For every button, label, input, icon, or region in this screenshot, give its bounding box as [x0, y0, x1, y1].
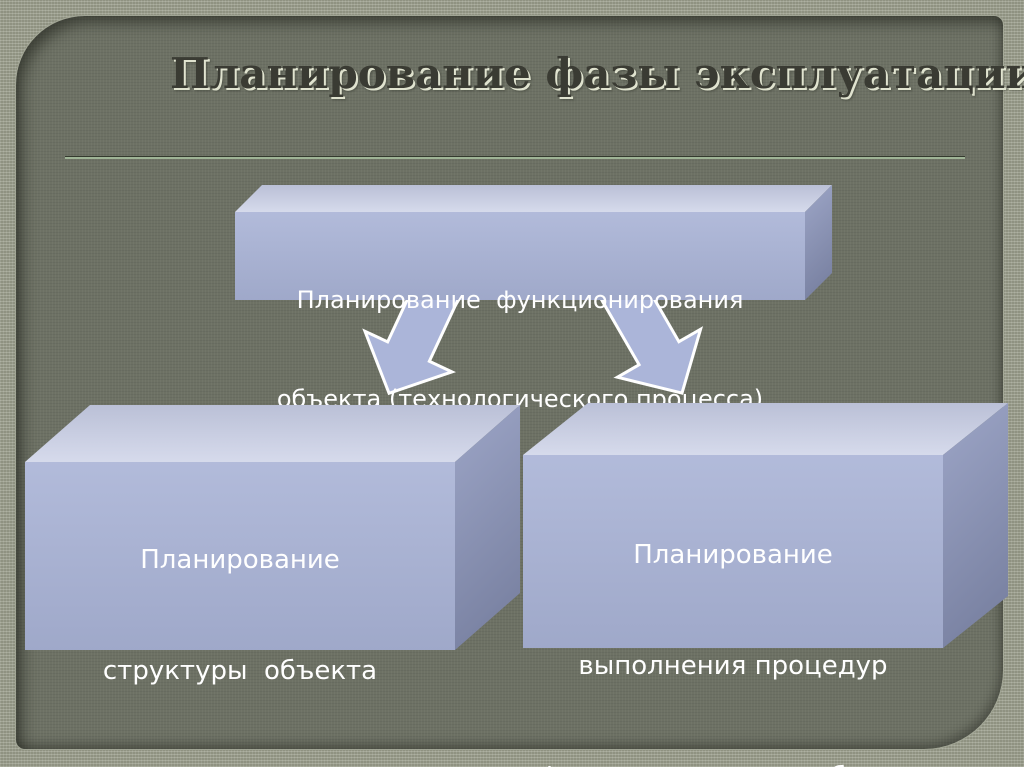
- top-box: Планирование функционирования объекта (т…: [235, 185, 832, 413]
- top-box-line-1: Планирование функционирования: [296, 286, 744, 314]
- title-divider: [65, 156, 965, 159]
- down-left-block-arrow-icon: [362, 272, 463, 396]
- right-box-line-1: Планирование: [633, 540, 833, 570]
- left-box-line-2: структуры объекта: [102, 656, 378, 686]
- right-box-line-2: выполнения процедур: [578, 651, 888, 681]
- page-title: Планирование фазы эксплуатации: [170, 49, 1024, 98]
- top-box-top-face: [235, 185, 832, 212]
- left-box-top-face: [25, 405, 520, 462]
- right-box-label: Планирование выполнения процедур функцио…: [523, 455, 943, 767]
- left-box: Планирование структуры объекта в период …: [25, 405, 520, 686]
- left-box-label: Планирование структуры объекта в период …: [25, 462, 455, 767]
- right-box: Планирование выполнения процедур функцио…: [523, 403, 1008, 767]
- left-box-line-1: Планирование: [140, 545, 340, 575]
- left-box-front-face: [25, 462, 455, 650]
- right-box-top-face: [523, 403, 1008, 455]
- right-box-line-3: функционирования объекта: [523, 759, 943, 767]
- top-box-front-face: [235, 212, 805, 300]
- right-box-front-face: [523, 455, 943, 648]
